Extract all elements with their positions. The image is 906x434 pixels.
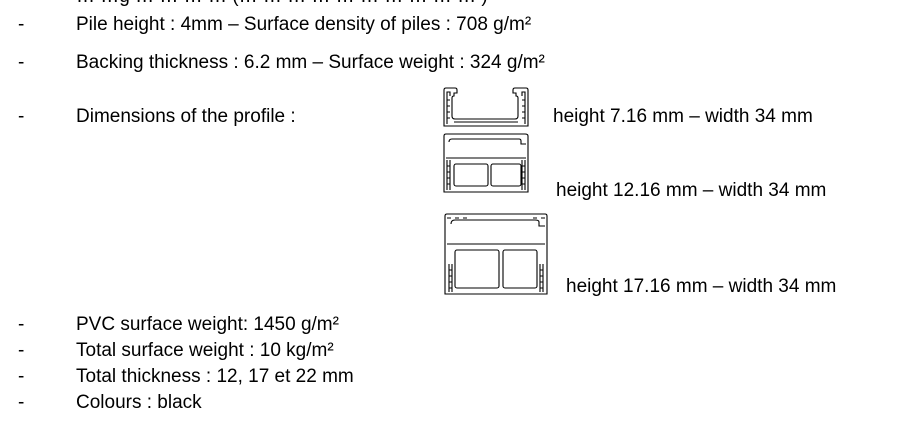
bullet-dash: - [18, 314, 25, 335]
spec-text: Backing thickness : 6.2 mm – Surface wei… [76, 52, 545, 73]
spec-line-backing: - Backing thickness : 6.2 mm – Surface w… [18, 52, 898, 74]
bullet-dash: - [18, 392, 25, 413]
bullet-dash: - [18, 0, 24, 8]
spec-line-total-weight: - Total surface weight : 10 kg/m² [18, 340, 898, 362]
bullet-dash: - [18, 366, 25, 387]
spec-text: … …g … … … … (… … … … … … … … … … ) [76, 0, 488, 8]
profile-caption-medium: height 12.16 mm – width 34 mm [556, 180, 827, 201]
spec-line-pvc: - PVC surface weight: 1450 g/m² [18, 314, 898, 336]
bullet-dash: - [18, 14, 25, 35]
spec-text: Colours : black [76, 392, 202, 413]
bullet-dash: - [18, 52, 25, 73]
spec-line-total-thickness: - Total thickness : 12, 17 et 22 mm [18, 366, 898, 388]
bullet-dash: - [18, 106, 25, 127]
bullet-dash: - [18, 340, 25, 361]
spec-line-colours: - Colours : black [18, 392, 898, 414]
spec-text: PVC surface weight: 1450 g/m² [76, 314, 339, 335]
spec-text: Pile height : 4mm – Surface density of p… [76, 14, 532, 35]
profile-caption-small: height 7.16 mm – width 34 mm [553, 106, 813, 127]
profile-caption-large: height 17.16 mm – width 34 mm [566, 276, 837, 297]
profile-drawing-medium [441, 132, 533, 196]
spec-line-dimensions: - Dimensions of the profile : [18, 106, 518, 128]
profile-drawing-small [441, 86, 533, 130]
spec-text: Total surface weight : 10 kg/m² [76, 340, 334, 361]
spec-line-pile: - Pile height : 4mm – Surface density of… [18, 14, 898, 36]
spec-line-partial: - … …g … … … … (… … … … … … … … … … ) [18, 0, 898, 8]
spec-text: Dimensions of the profile : [76, 106, 296, 127]
spec-text: Total thickness : 12, 17 et 22 mm [76, 366, 354, 387]
profile-drawing-large [441, 212, 551, 298]
